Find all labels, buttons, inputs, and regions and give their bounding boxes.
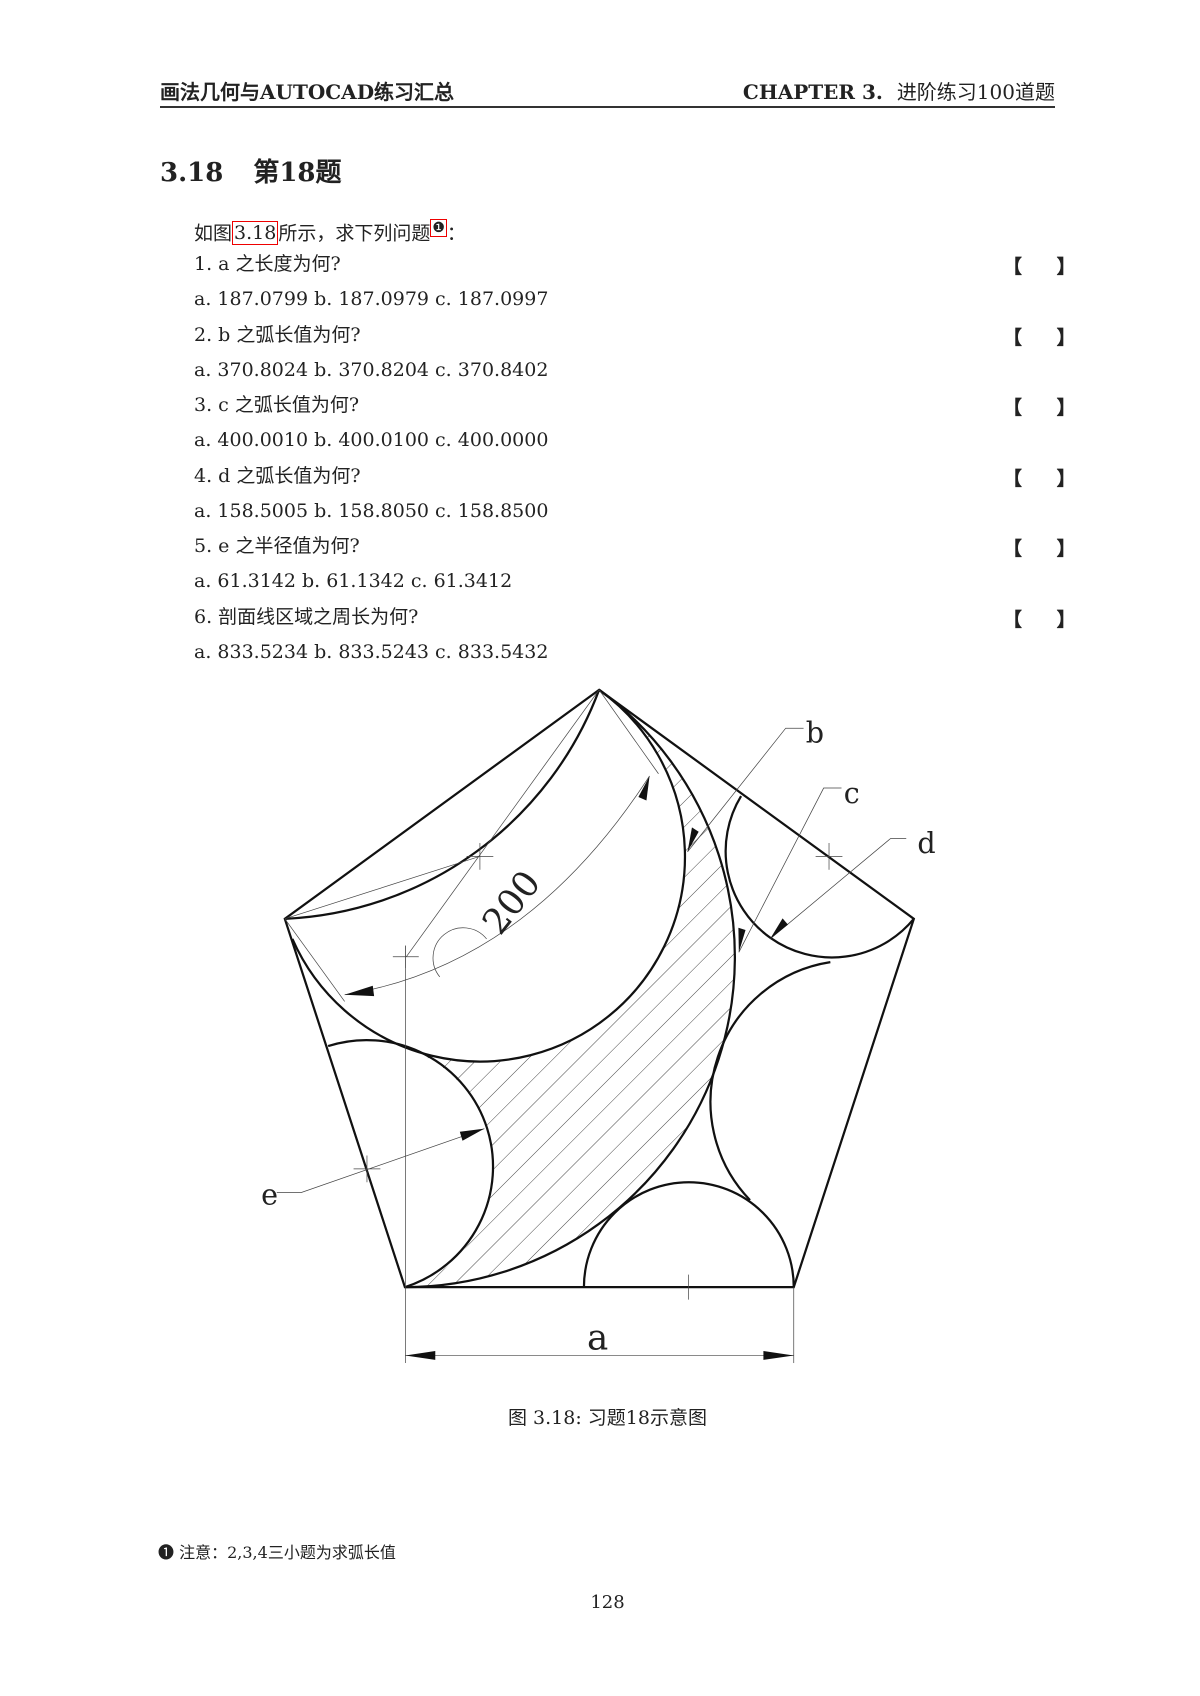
question-text: 6. 剖面线区域之周长为何? (194, 605, 419, 628)
question-options: a. 187.0799 b. 187.0979 c. 187.0997 (194, 288, 549, 310)
intro-middle: 所示，求下列问题 (278, 222, 431, 245)
chapter-title: 进阶练习100道题 (896, 80, 1055, 104)
label-e: e (261, 1178, 278, 1212)
section-heading: 3.18 第18题 (160, 152, 372, 189)
geometry-figure: b c d e a 200 (250, 680, 950, 1380)
top-left-arc (284, 689, 601, 920)
arc-b (404, 688, 736, 1289)
footnote-text: 注意：2,3,4三小题为求弧长值 (179, 1543, 396, 1562)
bottom-semicircle (582, 1181, 795, 1288)
question-options: a. 61.3142 b. 61.1342 c. 61.3412 (194, 570, 513, 592)
answer-bracket[interactable]: 【 】 (1003, 397, 1090, 419)
intro-prefix: 如图 (194, 222, 233, 245)
question-options: a. 158.5005 b. 158.8050 c. 158.8500 (194, 499, 549, 522)
answer-bracket[interactable]: 【 】 (1003, 608, 1090, 631)
footnote-mark: ❶ (158, 1543, 175, 1562)
running-header-chapter: CHAPTER 3. 进阶练习100道题 (743, 76, 1055, 105)
label-d: d (917, 826, 935, 860)
question-text: 2. b 之弧长值为何? (194, 323, 361, 346)
answer-bracket[interactable]: 【 】 (1003, 326, 1090, 349)
circle-d-arc (724, 795, 915, 959)
intro-suffix: ： (446, 222, 466, 245)
circle-e-arc (327, 1039, 495, 1289)
header-rule (160, 106, 1055, 108)
answer-bracket[interactable]: 【 】 (1003, 538, 1090, 560)
section-title: 第18题 (253, 158, 342, 188)
question-text: 5. e 之半径值为何? (194, 535, 360, 557)
question-options: a. 833.5234 b. 833.5243 c. 833.5432 (194, 640, 549, 663)
answer-bracket[interactable]: 【 】 (1003, 467, 1090, 490)
label-c: c (844, 776, 860, 810)
footnote-link[interactable]: ❶ (430, 219, 447, 237)
question-options: a. 400.0010 b. 400.0100 c. 400.0000 (194, 429, 549, 451)
footnote: ❶ 注意：2,3,4三小题为求弧长值 (158, 1539, 396, 1563)
question-text: 3. c 之弧长值为何? (194, 394, 360, 416)
arrowheads (344, 775, 794, 1360)
question-text: 4. d 之弧长值为何? (194, 464, 361, 487)
figure-caption: 图 3.18: 习题18示意图 (508, 1407, 707, 1429)
arc-c-right (709, 961, 831, 1201)
outline-shapes (283, 688, 916, 1289)
question-text: 1. a 之长度为何? (194, 253, 341, 275)
chapter-number: CHAPTER 3. (742, 80, 883, 104)
dimension-lines (276, 689, 907, 1364)
large-circle-arc (291, 688, 687, 1063)
section-number: 3.18 (160, 158, 224, 188)
label-a: a (587, 1318, 608, 1359)
question-options: a. 370.8024 b. 370.8204 c. 370.8402 (194, 358, 549, 381)
running-header-book-title: 画法几何与AUTOCAD练习汇总 (160, 80, 455, 104)
label-b: b (806, 716, 824, 750)
page-number: 128 (590, 1592, 625, 1613)
pentagon (283, 688, 916, 1289)
hatched-region (250, 680, 950, 1380)
figure-ref-link[interactable]: 3.18 (232, 221, 279, 246)
answer-bracket[interactable]: 【 】 (1003, 256, 1090, 278)
